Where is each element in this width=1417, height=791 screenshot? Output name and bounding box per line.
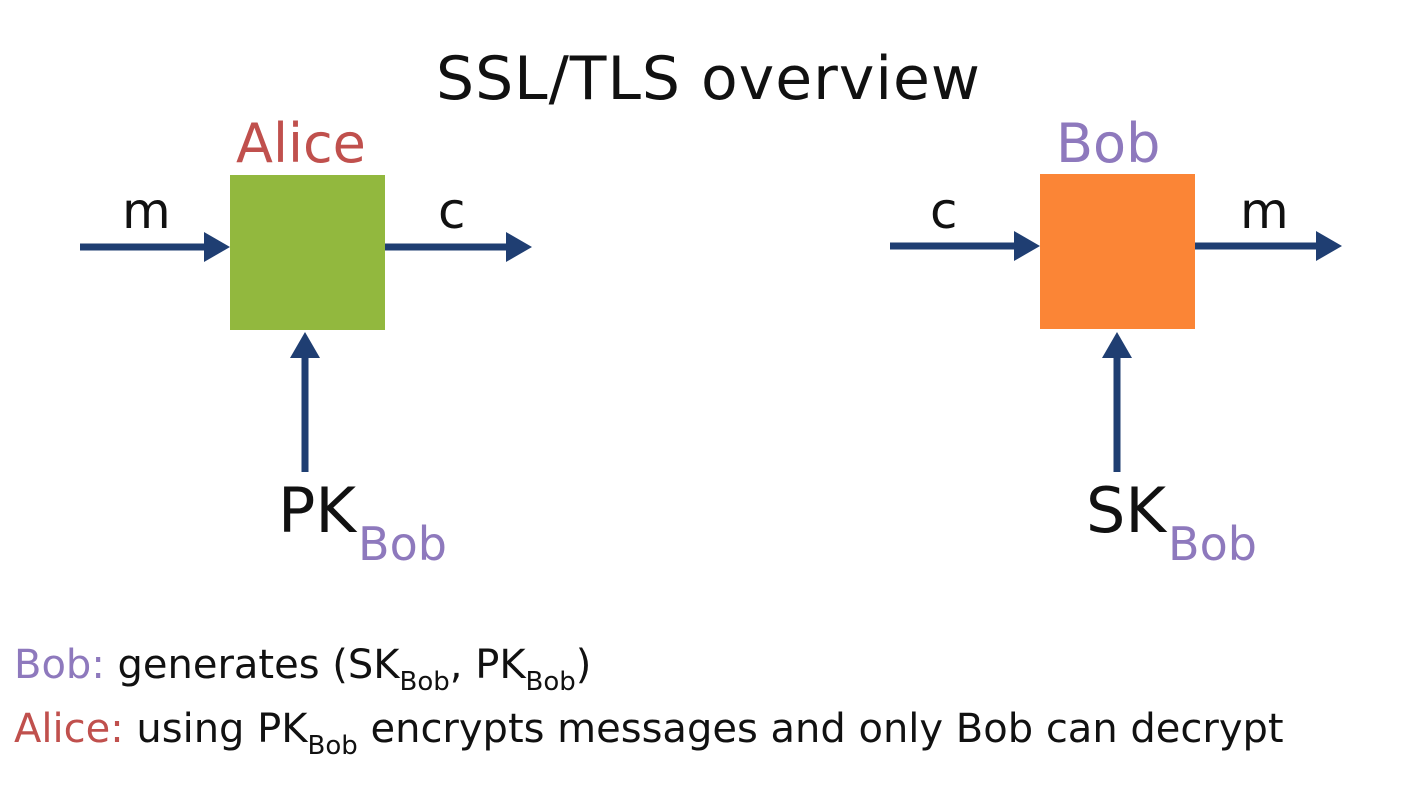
- caption-text: encrypts messages and only Bob can decry…: [357, 706, 1284, 752]
- caption-who: Bob: [14, 642, 92, 688]
- bob-input-label: c: [930, 182, 958, 240]
- caption-text: using PK: [123, 706, 308, 752]
- alice-output-arrow: [385, 232, 532, 262]
- alice-name: Alice: [236, 112, 366, 175]
- bob-output-label: m: [1240, 182, 1289, 240]
- bob-key-arrow: [1102, 332, 1132, 472]
- slide-title: SSL/TLS overview: [435, 44, 981, 114]
- bob-name: Bob: [1056, 112, 1161, 175]
- alice-public-key-label: PKBob: [278, 474, 447, 571]
- caption-subscript: Bob: [525, 667, 576, 697]
- alice-input-label: m: [122, 182, 171, 240]
- caption-who: Alice: [14, 706, 111, 752]
- caption-text: ): [575, 642, 592, 688]
- alice-key-arrow: [290, 332, 320, 472]
- caption-subscript: Bob: [307, 731, 358, 761]
- key-main: PK: [278, 474, 357, 547]
- bob-secret-key-label: SKBob: [1086, 474, 1257, 571]
- caption-subscript: Bob: [399, 667, 450, 697]
- caption-text: , PK: [449, 642, 526, 688]
- bob-input-arrow: [890, 231, 1040, 261]
- caption-bob: Bob: generates (SKBob, PKBob): [14, 642, 592, 697]
- key-subscript: Bob: [1168, 517, 1257, 571]
- alice-input-arrow: [80, 232, 230, 262]
- caption-alice: Alice: using PKBob encrypts messages and…: [14, 706, 1284, 761]
- caption-colon: :: [110, 706, 124, 752]
- caption-text: generates (SK: [104, 642, 400, 688]
- caption-colon: :: [91, 642, 105, 688]
- bob-output-arrow: [1195, 231, 1342, 261]
- key-main: SK: [1086, 474, 1167, 547]
- bob-decrypt-box: [1040, 174, 1195, 329]
- key-subscript: Bob: [358, 517, 447, 571]
- alice-output-label: c: [438, 182, 466, 240]
- alice-encrypt-box: [230, 175, 385, 330]
